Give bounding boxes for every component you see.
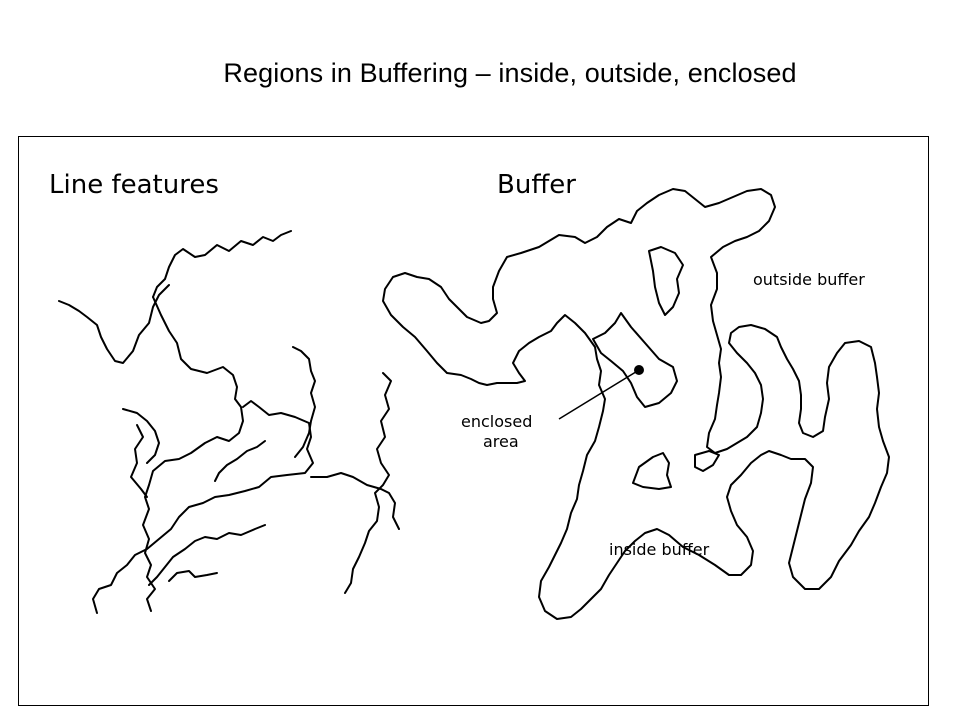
buffer-label: Buffer — [497, 170, 576, 200]
line-features — [58, 230, 400, 614]
line-feature — [292, 346, 316, 458]
outside-buffer-label: outside buffer — [753, 270, 865, 289]
line-feature — [122, 408, 160, 464]
line-feature — [168, 570, 218, 582]
buffer-figure: Line features Buffer — [49, 170, 890, 620]
enclosed-area — [592, 312, 678, 408]
buffer-hole-small — [694, 450, 720, 472]
line-feature — [310, 472, 400, 530]
buffer-hole-mid — [632, 452, 672, 490]
buffer-boundary — [382, 188, 890, 620]
enclosed-area-pointer — [558, 369, 640, 420]
line-feature — [344, 372, 392, 594]
figure-panel: Line features Buffer — [18, 136, 929, 706]
enclosed-label-line1: enclosed — [461, 412, 532, 431]
line-feature — [130, 424, 148, 498]
line-feature — [58, 284, 170, 364]
line-feature — [214, 440, 266, 482]
enclosed-label-line2: area — [483, 432, 519, 451]
line-features-label: Line features — [49, 170, 219, 200]
slide-title: Regions in Buffering – inside, outside, … — [223, 58, 797, 88]
line-feature — [148, 524, 266, 586]
line-feature — [142, 296, 244, 612]
buffer-hole-top — [648, 246, 684, 316]
buffer-outline — [382, 188, 890, 620]
inside-buffer-label: inside buffer — [609, 540, 710, 559]
line-feature — [92, 400, 314, 614]
line-feature — [152, 230, 292, 298]
